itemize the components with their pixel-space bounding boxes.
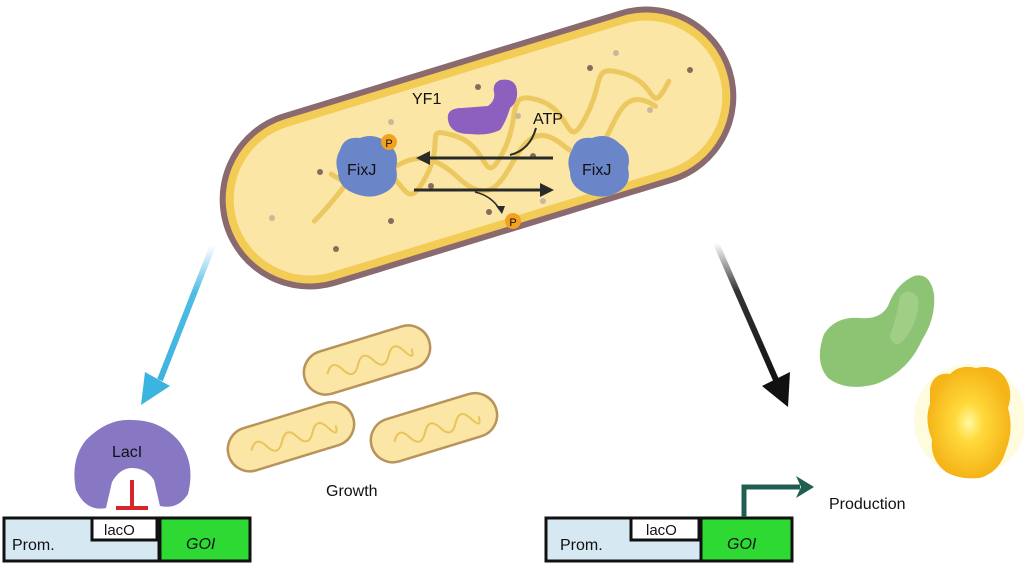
phosphate-label-released: P — [509, 217, 516, 229]
small-cell — [226, 400, 356, 473]
fixj-unphosphorylated-protein — [568, 136, 629, 197]
green-protein-product — [819, 275, 935, 387]
yf1-protein — [447, 79, 518, 135]
arrowhead-left — [416, 151, 430, 165]
laci-label: LacI — [112, 444, 142, 461]
operator-box — [90, 516, 159, 542]
phosphate-icon-left — [381, 134, 397, 150]
right-promoter-label: Prom. — [560, 537, 603, 554]
main-bacterium-cell — [219, 6, 737, 290]
laci-repressor — [74, 419, 191, 509]
phosphate-label-left: P — [385, 138, 392, 150]
growth-label: Growth — [326, 483, 378, 500]
left-gene-construct — [2, 516, 252, 563]
right-gene-construct — [544, 516, 794, 563]
light-pathway-arrow — [713, 241, 790, 407]
atp-label: ATP — [533, 111, 563, 128]
cytoplasm — [233, 20, 723, 276]
fixj-right-label: FixJ — [582, 162, 611, 179]
phosphate-icon-released — [505, 213, 521, 229]
left-promoter-label: Prom. — [12, 537, 55, 554]
gene-box — [158, 516, 252, 563]
yf1-label: YF1 — [412, 91, 441, 108]
repression-bar-icon — [116, 480, 148, 510]
left-gene-label: GOI — [186, 536, 216, 553]
right-operator-label: lacO — [646, 522, 677, 539]
dark-pathway-arrow — [141, 243, 216, 405]
production-label: Production — [829, 496, 906, 513]
small-cell — [369, 391, 499, 464]
phosphorylation-arrow — [424, 127, 553, 160]
operator-box — [629, 516, 701, 542]
gene-box — [699, 516, 794, 563]
right-gene-label: GOI — [727, 536, 757, 553]
small-cell — [302, 324, 432, 396]
arrowhead-right — [540, 183, 554, 197]
growth-cells — [226, 324, 499, 473]
fixj-phosphorylated-protein: P — [336, 134, 397, 197]
phosphate-release-arrowhead — [496, 206, 505, 214]
dna-nucleoid — [311, 68, 672, 224]
left-operator-label: lacO — [104, 522, 135, 539]
transcription-start-arrow — [741, 476, 814, 517]
fixj-left-label: FixJ — [347, 162, 376, 179]
yellow-fluorescent-protein-product — [914, 364, 1024, 479]
